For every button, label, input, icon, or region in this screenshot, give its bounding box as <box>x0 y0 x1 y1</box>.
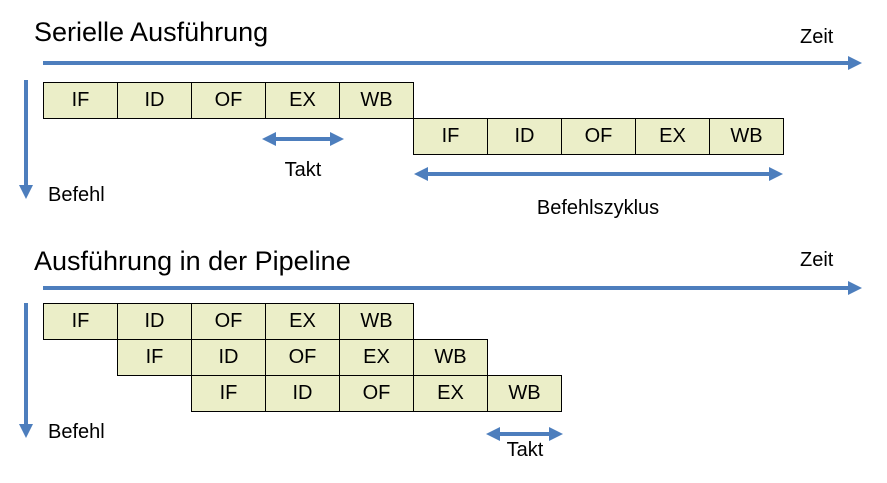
pipeline-instruction-axis-arrowhead-icon <box>19 424 33 438</box>
stage-cell-id: ID <box>191 339 266 376</box>
serial-instruction-axis-line <box>24 80 28 186</box>
pipeline-instruction-axis-label: Befehl <box>48 421 105 443</box>
stage-cell-ex: EX <box>265 303 340 340</box>
pipeline-instruction-axis-line <box>24 303 28 425</box>
stage-cell-ex: EX <box>635 118 710 155</box>
serial-instruction-1-row: IF ID OF EX WB <box>43 82 414 119</box>
stage-cell-wb: WB <box>487 375 562 412</box>
stage-cell-id: ID <box>487 118 562 155</box>
serial-clock-arrow-line <box>275 137 331 141</box>
stage-cell-of: OF <box>339 375 414 412</box>
pipeline-time-axis-arrowhead-icon <box>848 281 862 295</box>
stage-cell-ex: EX <box>339 339 414 376</box>
stage-cell-wb: WB <box>709 118 784 155</box>
pipeline-instruction-1-row: IF ID OF EX WB <box>43 303 414 340</box>
stage-cell-if: IF <box>117 339 192 376</box>
stage-cell-of: OF <box>265 339 340 376</box>
pipeline-instruction-2-row: IF ID OF EX WB <box>117 339 488 376</box>
stage-cell-of: OF <box>561 118 636 155</box>
serial-time-axis-label: Zeit <box>800 26 834 48</box>
stage-cell-wb: WB <box>413 339 488 376</box>
stage-cell-ex: EX <box>265 82 340 119</box>
serial-cycle-arrow-line <box>427 172 770 176</box>
pipeline-time-axis-label: Zeit <box>800 249 834 271</box>
serial-instruction-axis-arrowhead-icon <box>19 185 33 199</box>
pipeline-clock-arrow-left-head-icon <box>486 427 500 441</box>
serial-instruction-axis-label: Befehl <box>48 184 105 206</box>
stage-cell-of: OF <box>191 303 266 340</box>
serial-time-axis-arrowhead-icon <box>848 56 862 70</box>
stage-cell-wb: WB <box>339 303 414 340</box>
stage-cell-id: ID <box>117 82 192 119</box>
stage-cell-if: IF <box>191 375 266 412</box>
stage-cell-if: IF <box>43 303 118 340</box>
stage-cell-id: ID <box>117 303 192 340</box>
serial-clock-arrow-left-head-icon <box>262 132 276 146</box>
stage-cell-if: IF <box>43 82 118 119</box>
pipeline-clock-arrow-line <box>499 432 550 436</box>
serial-section-title: Serielle Ausführung <box>34 17 269 47</box>
serial-clock-label: Takt <box>284 159 322 181</box>
stage-cell-wb: WB <box>339 82 414 119</box>
serial-instruction-2-row: IF ID OF EX WB <box>413 118 784 155</box>
serial-cycle-arrow-left-head-icon <box>414 167 428 181</box>
serial-time-axis-line <box>43 61 849 65</box>
pipeline-clock-arrow-right-head-icon <box>549 427 563 441</box>
stage-cell-of: OF <box>191 82 266 119</box>
stage-cell-ex: EX <box>413 375 488 412</box>
serial-cycle-arrow-right-head-icon <box>769 167 783 181</box>
pipeline-instruction-3-row: IF ID OF EX WB <box>191 375 562 412</box>
stage-cell-if: IF <box>413 118 488 155</box>
pipeline-clock-label: Takt <box>506 439 544 461</box>
pipeline-time-axis-line <box>43 286 849 290</box>
serial-cycle-label: Befehlszyklus <box>536 197 660 219</box>
stage-cell-id: ID <box>265 375 340 412</box>
serial-clock-arrow-right-head-icon <box>330 132 344 146</box>
pipeline-section-title: Ausführung in der Pipeline <box>34 246 351 276</box>
